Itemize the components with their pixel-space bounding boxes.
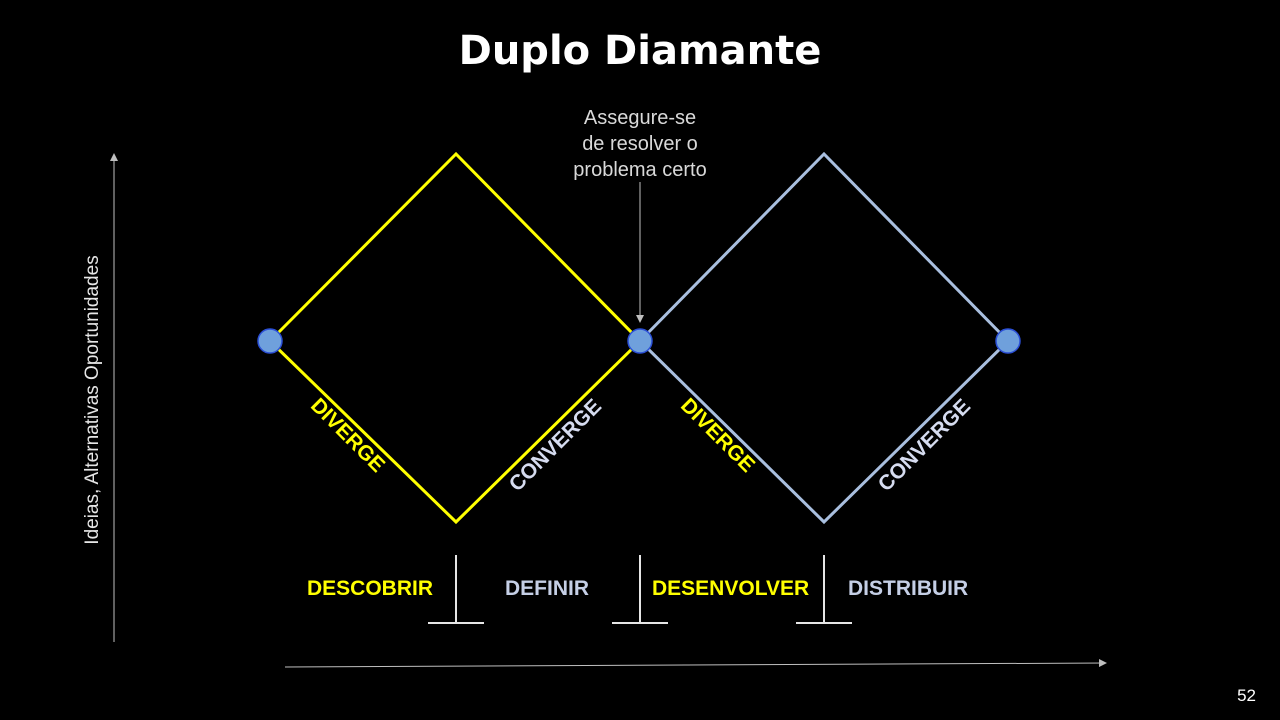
callout-text: Assegure-se de resolver o problema certo <box>573 107 707 181</box>
phase-descobrir: DESCOBRIR <box>307 577 434 600</box>
diverge-label-1: DIVERGE <box>306 394 389 477</box>
phase-divider-1 <box>428 555 484 624</box>
diamond-develop-deliver <box>637 151 1011 525</box>
converge-label-1: CONVERGE <box>505 395 606 496</box>
phase-definir: DEFINIR <box>505 577 589 600</box>
diverge-label-2: DIVERGE <box>676 394 759 477</box>
phase-desenvolver: DESENVOLVER <box>652 577 810 600</box>
phase-distribuir: DISTRIBUIR <box>848 577 969 600</box>
node-start <box>257 328 283 354</box>
node-middle <box>627 328 653 354</box>
phase-divider-2 <box>612 555 668 624</box>
slide-title: Duplo Diamante <box>458 28 822 74</box>
diamond-discover-define <box>267 151 643 525</box>
x-axis-line <box>284 659 1107 668</box>
phase-divider-3 <box>796 555 852 624</box>
page-number: 52 <box>1237 686 1256 705</box>
node-end <box>995 328 1021 354</box>
converge-label-2: CONVERGE <box>874 395 975 496</box>
